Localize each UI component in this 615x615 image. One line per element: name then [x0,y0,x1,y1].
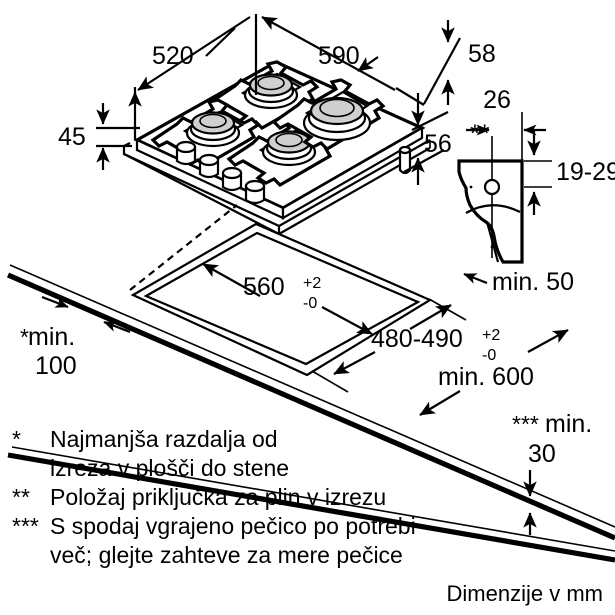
footnote-3-line-1: S spodaj vgrajeno pečico po potrebi [50,513,416,539]
footnote-3-line-2: več; glejte zahteve za mere pečice [50,542,403,568]
dim-min-100-prefix: * [20,324,29,350]
dim-min-600-label: min. 600 [438,363,534,391]
dim-56-label: 56 [424,130,452,158]
burner-right-wok [302,96,372,142]
control-knob-3[interactable] [221,166,243,192]
projection-line [129,204,238,291]
dim-19-29-label: 19-29 [556,158,615,186]
dim-26-label: 26 [483,86,511,114]
dim-min-100-value: 100 [35,352,77,380]
dim-min-100-label: min. [28,323,75,351]
footnote-1-marker: * [12,426,21,452]
dim-45-label: 45 [58,123,86,151]
dim-480-490-tol-minus: -0 [482,347,496,364]
footnote-1-line-1: Najmanjša razdalja od [50,426,278,452]
dim-520-label: 520 [152,42,194,70]
gas-connector-detail: 26 ** 19-29 [457,86,615,264]
dim-58-label: 58 [468,40,496,68]
dimension-560-group: 560 +2 -0 [202,263,373,335]
burner-left [185,111,241,148]
footnote-2-marker: ** [12,484,30,510]
dim-560-tol-plus: +2 [303,275,321,292]
gas-connection-marker: ** [470,120,490,148]
dim-min-30-prefix: *** [512,411,539,437]
control-knob-2[interactable] [198,153,220,179]
dim-560-tol-minus: -0 [303,295,317,312]
dim-min-30-label: min. [545,410,592,438]
units-footer: Dimenzije v mm [447,581,603,606]
hob-isometric-view [122,60,431,235]
dimension-520-590-group: 520 590 [128,14,425,140]
dim-560-label: 560 [243,273,285,301]
footnote-2-line-1: Položaj priključka za plin v izrezu [50,484,386,510]
dim-480-490-tol-plus: +2 [482,327,500,344]
control-knobs [175,140,266,205]
dimension-45-group: 45 [58,103,140,170]
dimension-min-30-group: *** min. 30 [512,410,592,535]
hob-support-leg [398,145,412,175]
dim-590-label: 590 [318,42,360,70]
dim-min-30-value: 30 [528,440,556,468]
control-knob-4[interactable] [244,179,266,205]
burner-rear [243,73,299,110]
dimension-58-group: 58 [423,20,496,105]
burner-front [261,130,317,167]
footnote-3-marker: *** [12,513,39,539]
dim-480-490-label: 480-490 [371,325,463,353]
dimension-56-group: 56 [403,93,452,185]
worktop [6,264,615,563]
dimension-min-100-group: * min. 100 [20,295,131,380]
dimension-min-50-group: min. 50 [463,268,574,296]
footnotes: * Najmanjša razdalja od izreza v plošči … [12,426,416,568]
dimension-min-600-group: min. 600 [419,329,569,416]
control-knob-1[interactable] [175,140,197,166]
dim-min-50-label: min. 50 [492,268,574,296]
dimension-480-490-group: 480-490 +2 -0 [311,298,500,393]
footnote-1-line-2: izreza v plošči do stene [50,455,289,481]
